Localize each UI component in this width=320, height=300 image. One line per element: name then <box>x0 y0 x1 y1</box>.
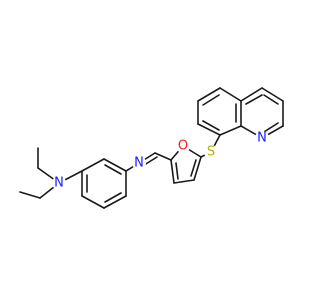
atom-quinoline-nitrogen: N <box>255 131 269 146</box>
benzene-ring <box>81 158 127 209</box>
atom-amine-nitrogen: N <box>52 176 66 191</box>
atom-imine-nitrogen: N <box>132 156 146 171</box>
atom-label-furan-o: O <box>178 139 188 154</box>
atom-label-sulfur: S <box>207 145 215 160</box>
molecule-structure: N N O S N <box>19 87 284 209</box>
atom-label-imine-n: N <box>134 156 144 171</box>
quinoline-pyridine-ring <box>240 87 284 139</box>
atom-label-amine-n: N <box>54 176 64 191</box>
quinoline-benzo-ring <box>197 87 242 136</box>
diethylamino-group <box>19 147 83 199</box>
atom-sulfur: S <box>204 145 218 160</box>
atom-furan-oxygen: O <box>176 139 190 154</box>
atom-label-quinoline-n: N <box>257 131 267 146</box>
